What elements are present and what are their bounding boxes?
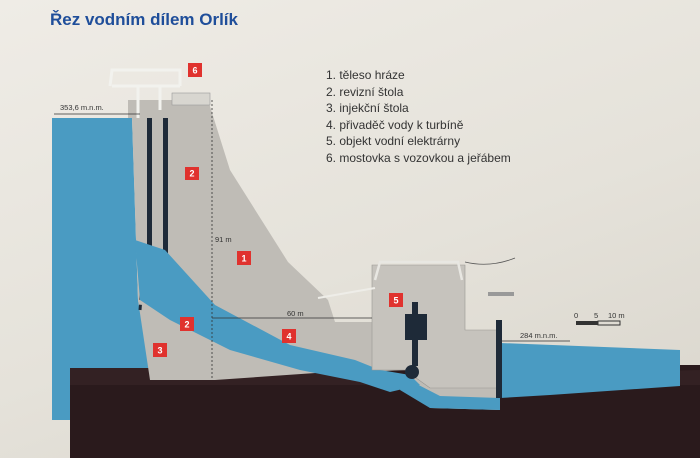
upper-level-label: 353,6 m.n.m. — [60, 103, 104, 112]
legend-item: 2. revizní štola — [326, 84, 404, 99]
switchyard — [488, 292, 514, 296]
diagram-title: Řez vodním dílem Orlík — [50, 10, 238, 29]
badge-4: 4 — [282, 329, 296, 343]
legend-item: 6. mostovka s vozovkou a jeřábem — [326, 150, 511, 165]
powerhouse — [371, 264, 501, 389]
badge-6: 6 — [188, 63, 202, 77]
badge-2-lower: 2 — [180, 317, 194, 331]
svg-text:3: 3 — [157, 346, 162, 356]
tailwater — [500, 343, 680, 398]
legend-list: 1. těleso hráze 2. revizní štola 3. inje… — [326, 67, 511, 166]
svg-text:2: 2 — [189, 169, 194, 179]
legend-item: 4. přivaděč vody k turbíně — [326, 117, 464, 132]
badge-3: 3 — [153, 343, 167, 357]
powerhouse-roof — [373, 260, 464, 281]
badge-5: 5 — [389, 293, 403, 307]
height-label: 91 m — [215, 235, 232, 244]
powerline — [464, 257, 516, 265]
shaft-right — [163, 118, 168, 258]
tailwater-wall — [496, 320, 502, 398]
legend-item: 3. injekční štola — [326, 101, 409, 115]
svg-text:1: 1 — [241, 254, 246, 264]
lower-level-label: 284 m.n.m. — [520, 331, 558, 340]
scale-end-label: 10 m — [608, 311, 625, 320]
scale-bar — [576, 320, 621, 326]
scale-mid-label: 5 — [594, 311, 598, 320]
legend-item: 5. objekt vodní elektrárny — [326, 134, 461, 148]
badge-2-upper: 2 — [185, 167, 199, 180]
reservoir-water — [52, 118, 150, 420]
svg-text:5: 5 — [393, 296, 398, 306]
crest-deck — [128, 100, 180, 118]
scale-zero-label: 0 — [574, 311, 578, 320]
shaft-left — [147, 118, 152, 258]
penstock — [135, 240, 420, 392]
legend-item: 1. těleso hráze — [326, 68, 405, 82]
crane-frame — [108, 68, 182, 118]
badge-1: 1 — [237, 251, 251, 265]
access-bridge — [317, 287, 376, 299]
width-label: 60 m — [287, 309, 304, 318]
tailrace — [400, 378, 500, 410]
crane-housing — [171, 92, 211, 106]
svg-text:2: 2 — [184, 320, 189, 330]
generator — [405, 314, 427, 340]
svg-text:4: 4 — [286, 332, 291, 342]
turbine — [405, 365, 419, 379]
svg-text:6: 6 — [192, 66, 197, 76]
